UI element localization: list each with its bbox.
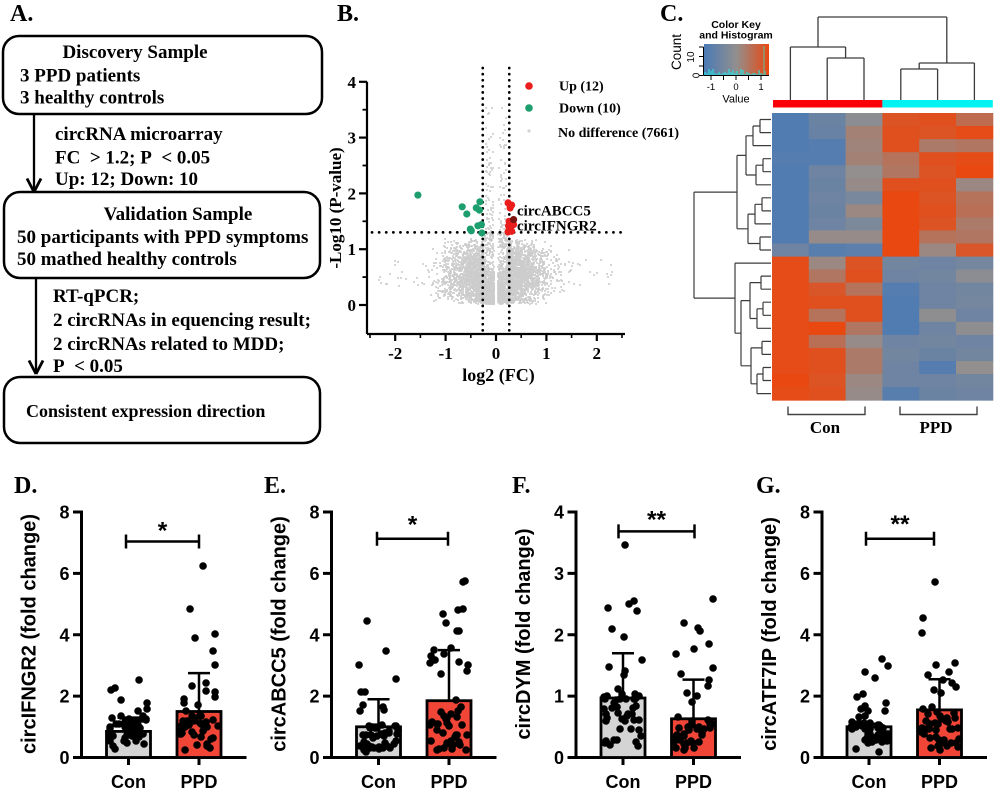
svg-text:2: 2 [554, 625, 564, 645]
svg-text:4: 4 [59, 625, 69, 645]
svg-text:circABCC5: circABCC5 [517, 204, 591, 220]
svg-text:0: 0 [554, 748, 564, 768]
svg-text:Con: Con [810, 418, 841, 437]
svg-text:Up: 12; Down: 10: Up: 12; Down: 10 [55, 169, 198, 190]
svg-text:2: 2 [309, 687, 319, 707]
svg-text:6: 6 [800, 564, 810, 584]
svg-text:D.: D. [14, 473, 37, 499]
svg-text:4: 4 [348, 73, 357, 92]
svg-text:8: 8 [59, 503, 69, 523]
svg-text:0: 0 [692, 72, 703, 78]
svg-text:2 circRNAs related to MDD;: 2 circRNAs related to MDD; [53, 334, 284, 355]
svg-text:2 circRNAs in equencing result: 2 circRNAs in equencing result; [53, 310, 311, 331]
svg-text:Con: Con [606, 772, 641, 792]
svg-text:0: 0 [800, 748, 810, 768]
svg-text:6: 6 [59, 564, 69, 584]
svg-text:circRNA microarray: circRNA microarray [55, 124, 223, 145]
svg-text:-1: -1 [439, 344, 453, 363]
svg-text:6: 6 [309, 564, 319, 584]
svg-text:2: 2 [800, 687, 810, 707]
svg-text:Validation Sample: Validation Sample [104, 204, 253, 225]
svg-text:Con: Con [361, 772, 396, 792]
svg-text:10: 10 [686, 51, 697, 63]
svg-text:circIFNGR2 (fold change): circIFNGR2 (fold change) [19, 514, 41, 754]
svg-text:Down (10): Down (10) [559, 102, 621, 117]
svg-text:0: 0 [59, 748, 69, 768]
svg-text:3 healthy controls: 3 healthy controls [20, 88, 164, 109]
svg-text:circABCC5 (fold change): circABCC5 (fold change) [269, 516, 291, 752]
svg-text:8: 8 [800, 503, 810, 523]
svg-text:1: 1 [348, 240, 357, 259]
svg-text:4: 4 [309, 625, 319, 645]
svg-text:PPD: PPD [921, 772, 958, 792]
svg-text:log2 (FC): log2 (FC) [462, 365, 534, 386]
svg-text:3: 3 [554, 564, 564, 584]
svg-text:1: 1 [542, 344, 551, 363]
svg-text:A.: A. [10, 1, 33, 27]
svg-text:No difference (7661): No difference (7661) [558, 126, 679, 141]
svg-text:Value: Value [722, 94, 749, 106]
svg-text:8: 8 [309, 503, 319, 523]
svg-text:0: 0 [348, 296, 357, 315]
svg-text:F.: F. [512, 473, 530, 499]
svg-text:1: 1 [554, 687, 564, 707]
svg-text:0: 0 [733, 82, 738, 93]
svg-text:circATF7IP (fold change): circATF7IP (fold change) [759, 517, 781, 751]
svg-text:-2: -2 [388, 344, 402, 363]
svg-text:and Histogram: and Histogram [699, 30, 773, 42]
svg-text:2: 2 [348, 184, 357, 203]
svg-text:C.: C. [660, 1, 683, 27]
svg-text:3 PPD patients: 3 PPD patients [20, 66, 140, 87]
svg-text:B.: B. [337, 1, 359, 27]
svg-text:G.: G. [756, 473, 781, 499]
svg-text:50 participants with PPD sympt: 50 participants with PPD symptoms [17, 227, 308, 248]
svg-text:1: 1 [758, 82, 763, 93]
svg-text:*: * [158, 518, 168, 545]
svg-text:PPD: PPD [919, 418, 952, 437]
svg-text:E.: E. [264, 473, 286, 499]
svg-text:Con: Con [852, 772, 887, 792]
svg-text:4: 4 [554, 503, 564, 523]
svg-text:50 mathed healthy controls: 50 mathed healthy controls [17, 249, 237, 270]
svg-text:4: 4 [800, 625, 810, 645]
svg-text:0: 0 [309, 748, 319, 768]
svg-text:2: 2 [593, 344, 602, 363]
svg-text:-1: -1 [707, 82, 715, 93]
svg-text:RT-qPCR;: RT-qPCR; [53, 286, 139, 307]
svg-text:Count: Count [669, 34, 684, 70]
svg-text:-Log10 (P-value): -Log10 (P-value) [326, 147, 345, 268]
svg-text:Color Key: Color Key [711, 19, 761, 31]
svg-text:0: 0 [492, 344, 501, 363]
svg-text:FC > 1.2; P < 0.05: FC > 1.2; P < 0.05 [55, 148, 210, 169]
svg-text:**: ** [890, 511, 910, 538]
svg-text:Discovery Sample: Discovery Sample [62, 42, 207, 63]
svg-text:3: 3 [348, 129, 357, 148]
svg-text:PPD: PPD [675, 772, 712, 792]
svg-text:circDYM (fold change): circDYM (fold change) [513, 528, 535, 739]
svg-text:2: 2 [59, 687, 69, 707]
svg-text:circIFNGR2: circIFNGR2 [517, 219, 597, 235]
svg-text:Con: Con [111, 772, 146, 792]
svg-text:Up (12): Up (12) [559, 80, 604, 95]
svg-text:Consistent expression directio: Consistent expression direction [26, 401, 265, 421]
svg-text:**: ** [647, 507, 667, 534]
svg-text:P < 0.05: P < 0.05 [53, 356, 123, 377]
svg-text:PPD: PPD [180, 772, 217, 792]
svg-text:PPD: PPD [430, 772, 467, 792]
svg-text:*: * [408, 512, 418, 539]
